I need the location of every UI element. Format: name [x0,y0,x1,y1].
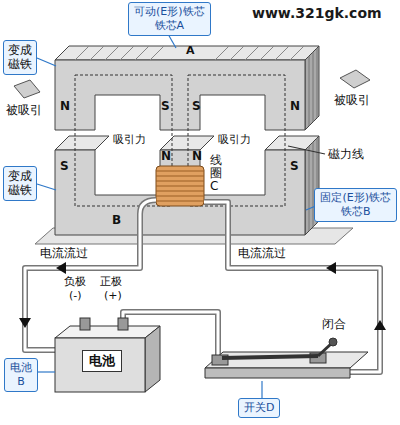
current-arrow [326,262,336,274]
node-text: 铁芯B [320,205,391,219]
coil-label: 线圈C [210,154,222,194]
battery-label: 电池 [82,350,122,372]
watermark: www.321gk.com [252,5,382,21]
core-callout: 可动(E形)铁芯铁芯A [128,2,211,36]
node-text: 变成磁铁 [8,169,32,198]
attracted-piece [340,70,370,88]
movable-core [55,60,305,130]
movable-core [309,48,317,126]
leader-line [36,34,325,398]
wire [204,202,380,372]
knife-switch [222,356,318,358]
battery-callout: 电池B [4,358,38,392]
current-arrow [56,262,66,274]
switch-callout: 开关D [238,398,280,418]
force-label: 吸引力 [113,134,146,147]
force-label: 吸引力 [218,134,251,147]
battery [145,326,160,392]
leader-line [37,184,56,190]
fixed-core [55,136,109,150]
movable-core [55,46,319,60]
leader-line [36,371,55,372]
fixed-core [55,136,319,235]
wire [204,202,380,372]
node-text: 固定(E形)铁芯 [320,191,391,205]
terminal-label: (+) [104,290,122,303]
current-arrow [19,318,31,328]
pole-label: S [161,100,170,114]
battery [55,338,145,392]
current-label: 电流流过 [238,247,286,261]
flux-label: 磁力线 [328,148,364,162]
node-text: 电池 [89,352,115,370]
coil [156,166,204,206]
node-text: 可动(E形)铁芯 [134,5,205,19]
knife-switch [329,338,337,346]
attracted-label: 被吸引 [334,94,370,108]
current-label: 电流流过 [40,247,88,261]
attracted-piece [14,80,40,98]
node-text: 开关D [244,401,274,415]
node-text: B [10,375,32,389]
coil [156,166,204,206]
attracted-label: 被吸引 [6,104,42,118]
flux-lines [75,75,285,206]
attracted-piece [14,70,370,98]
magnet-callout: 变成磁铁 [3,166,37,201]
terminal-label: (-) [69,290,82,303]
fixed-core [265,136,319,150]
coil [156,171,204,201]
fixed-core [55,150,305,235]
state-label: 闭合 [322,318,346,332]
pole-label: S [192,100,201,114]
core-callout: 固定(E形)铁芯铁芯B [314,188,397,222]
leader-line [261,381,262,398]
movable-core [55,46,319,130]
battery [80,318,90,330]
terminal-label: 正极 [100,276,122,289]
movable-core [75,46,304,60]
node-text: 电池 [10,361,32,375]
core-letter: B [112,214,121,228]
terminal-label: 负极 [64,276,86,289]
node-text: 变成磁铁 [8,43,32,72]
pole-label: N [161,150,171,164]
battery [55,326,160,338]
knife-switch [205,338,368,378]
movable-core [305,46,319,130]
pole-label: N [192,150,202,164]
pole-label: S [60,160,69,174]
battery [55,318,160,392]
fixed-core [160,136,214,150]
core-letter: A [186,45,195,58]
knife-switch [205,352,368,368]
pole-label: S [290,160,299,174]
battery [118,318,128,330]
pole-label: N [290,100,300,114]
leader-line [168,34,176,48]
current-arrow [374,320,386,330]
pole-label: N [60,100,70,114]
leader-line [37,58,56,66]
knife-switch [205,368,350,378]
magnet-callout: 变成磁铁 [3,40,37,75]
node-text: 铁芯A [134,19,205,33]
leader-line [288,146,325,154]
